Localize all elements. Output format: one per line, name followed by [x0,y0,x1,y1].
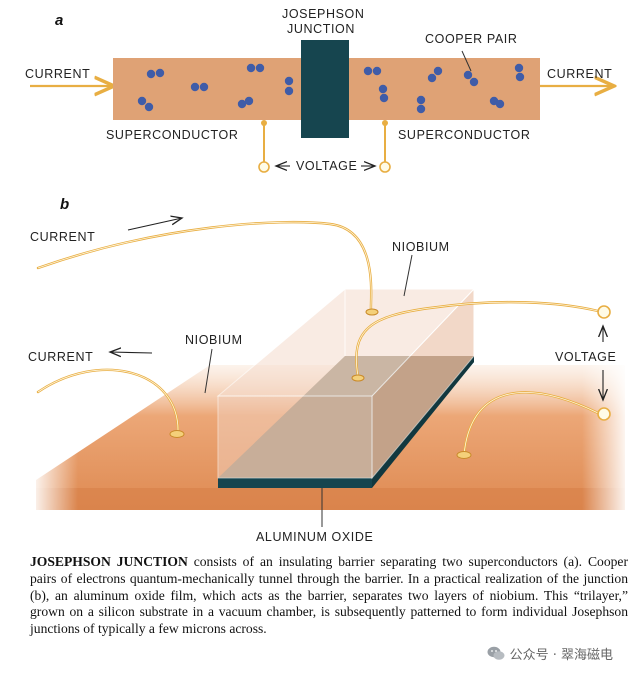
electron-dot [246,63,256,73]
josephson-junction-barrier [301,40,349,138]
current-direction-arrow-top [127,218,182,231]
electron-dot [416,95,426,105]
niobium-leader-top [403,254,413,297]
voltage-terminal-right [379,161,391,173]
electron-dot [495,99,505,109]
electron-dot [284,86,294,96]
electron-dot [155,68,165,78]
electron-dot [199,82,209,92]
label-superconductor-right: SUPERCONDUCTOR [398,128,531,142]
label-current-left: CURRENT [25,67,91,81]
current-direction-arrow-left [110,352,153,353]
aluminum-oxide-front [218,478,372,488]
watermark-text: 公众号 · 翠海磁电 [509,648,613,663]
label-superconductor-left: SUPERCONDUCTOR [106,128,239,142]
electron-dot [515,72,525,82]
electron-dot [255,63,265,73]
wire-highlights [37,221,599,456]
panel-a [30,40,612,173]
niobium-leader-left [204,348,213,394]
electron-dot [433,66,443,76]
electron-dot [514,63,524,73]
electron-dot [463,70,473,80]
electron-dot [146,69,156,79]
diagram-canvas [30,40,630,527]
panel-b [30,218,630,527]
bond-pad [365,308,379,316]
niobium-top-front [217,395,373,479]
cooper-pairs [137,63,525,114]
electron-dot [190,82,200,92]
wire-highlight [355,301,599,377]
panel-letter-b: b [60,196,70,213]
electron-dot [284,76,294,86]
voltage-terminal-top [597,305,611,319]
aluminum-oxide-side [372,356,474,488]
panel-letter-a: a [55,12,64,29]
bond-pad [169,430,185,438]
bond-pad [351,374,365,382]
label-current-left-b: CURRENT [28,350,94,364]
figure-caption: JOSEPHSON JUNCTION consists of an insula… [30,554,628,638]
cooper-pair-leader [461,50,472,72]
electron-dot [427,73,437,83]
contact-dot [261,120,267,126]
caption-head: JOSEPHSON JUNCTION [30,554,188,569]
wire-highlight [463,392,599,456]
niobium-top-surface [216,288,476,397]
label-junction-line2: JUNCTION [287,22,355,36]
label-voltage-a: VOLTAGE [296,159,358,173]
label-cooper-pair: COOPER PAIR [425,32,518,46]
wire-highlight [37,221,372,311]
contact-dot [382,120,388,126]
electron-dot [144,102,154,112]
wire-highlight [37,369,179,434]
electron-dot [416,104,426,114]
electron-dot [244,96,254,106]
electron-dot [137,96,147,106]
label-aluminum-oxide: ALUMINUM OXIDE [256,530,374,544]
caption-body: consists of an insulating barrier separa… [30,554,628,637]
bond-pad [456,451,472,459]
electron-dot [237,99,247,109]
label-current-right: CURRENT [547,67,613,81]
electron-dot [469,77,479,87]
electron-dot [378,84,388,94]
label-current-top: CURRENT [30,230,96,244]
label-voltage-b: VOLTAGE [555,350,617,364]
voltage-terminal-bottom [597,407,611,421]
electron-dot [379,93,389,103]
wechat-icon [487,646,505,660]
voltage-terminal-left [258,161,270,173]
label-niobium-top: NIOBIUM [392,240,450,254]
electron-dot [372,66,382,76]
electron-dot [363,66,373,76]
watermark: 公众号 · 翠海磁电 [483,643,616,664]
label-niobium-left: NIOBIUM [185,333,243,347]
label-junction-line1: JOSEPHSON [282,7,365,21]
